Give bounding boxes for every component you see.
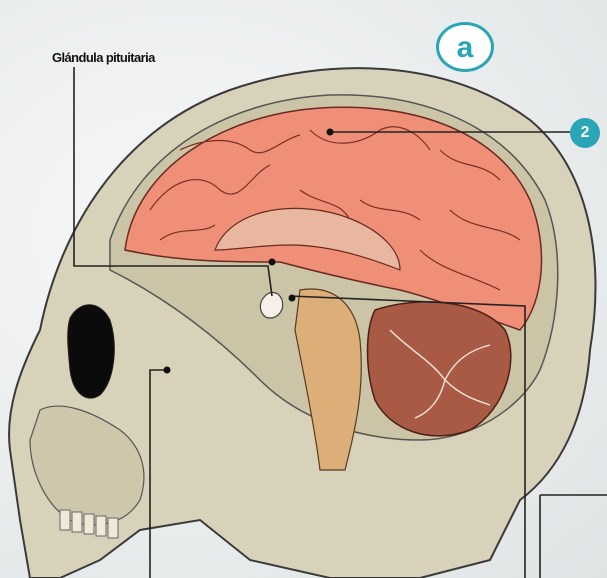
leader-dot-pituitary: [269, 259, 276, 266]
leader-dot-brainstem: [289, 295, 296, 302]
badge-2: 2: [570, 118, 600, 148]
leader-dot-eye: [164, 367, 171, 374]
badge-a: a: [436, 22, 494, 72]
eye-socket: [68, 305, 115, 398]
pituitary-label: Glándula pituitaria: [52, 50, 155, 65]
leader-dot-2: [327, 129, 334, 136]
